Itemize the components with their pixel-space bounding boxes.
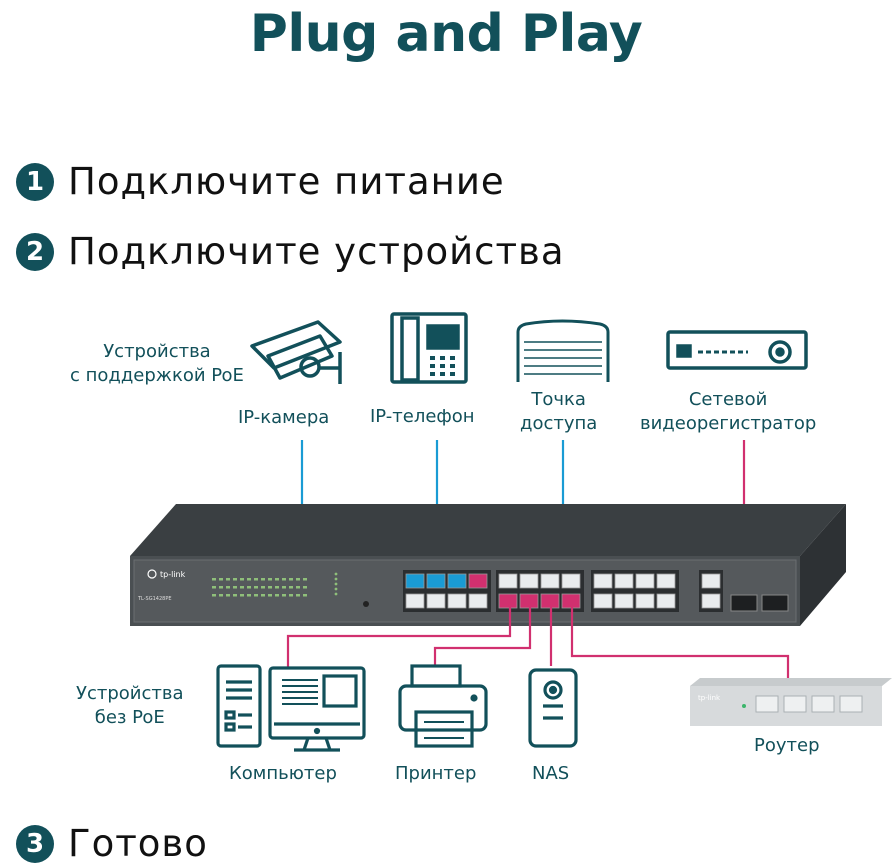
device-label-nas: NAS — [532, 763, 570, 784]
nonpoe-connection-lines — [286, 604, 790, 684]
device-label-printer: Принтер — [395, 763, 477, 784]
router-brand-label: tp-link — [698, 694, 721, 702]
sfp-port — [761, 594, 789, 612]
ethernet-port — [426, 593, 446, 609]
device-label-ip-camera: IP-камера — [238, 407, 330, 428]
ethernet-port — [656, 593, 676, 609]
ethernet-port — [614, 593, 634, 609]
ethernet-port — [656, 573, 676, 589]
ethernet-port — [405, 573, 425, 589]
step-text: Подключите устройства — [68, 230, 565, 273]
ethernet-port — [498, 593, 518, 609]
sfp-port — [730, 594, 758, 612]
step-power: 1 Подключите питание — [16, 160, 505, 203]
ethernet-port — [447, 593, 467, 609]
nas-icon — [528, 668, 578, 748]
step-number-icon: 3 — [16, 824, 54, 863]
switch-model-label: TL-SG1428PE — [137, 596, 172, 602]
access-point-icon — [516, 319, 610, 382]
ethernet-port — [519, 573, 539, 589]
ip-camera-icon — [250, 320, 342, 384]
device-label-ip-phone: IP-телефон — [370, 406, 475, 427]
step-done: 3 Готово — [16, 822, 208, 865]
step-number-icon: 1 — [16, 162, 54, 201]
router-icon: tp-link — [690, 678, 892, 726]
page-title: Plug and Play — [249, 4, 643, 64]
step-devices: 2 Подключите устройства — [16, 230, 565, 273]
printer-icon — [398, 664, 488, 748]
ethernet-port — [540, 573, 560, 589]
computer-tower-icon — [216, 664, 262, 748]
ethernet-port — [635, 593, 655, 609]
ethernet-port — [447, 573, 467, 589]
ethernet-port — [498, 573, 518, 589]
ethernet-ports — [403, 570, 723, 612]
ethernet-port — [561, 573, 581, 589]
step-number-icon: 2 — [16, 232, 54, 271]
ethernet-port — [468, 573, 488, 589]
ethernet-port — [614, 573, 634, 589]
device-label-router: Роутер — [754, 735, 820, 756]
nvr-icon — [666, 330, 808, 370]
step-text: Готово — [68, 822, 208, 865]
ethernet-port — [426, 573, 446, 589]
ethernet-port — [701, 593, 721, 609]
ethernet-port — [468, 593, 488, 609]
switch-device: tp-link TL-SG1428PE — [130, 504, 846, 626]
ethernet-port — [405, 593, 425, 609]
led-panel — [212, 572, 338, 597]
step-text: Подключите питание — [68, 160, 505, 203]
ethernet-port — [701, 573, 721, 589]
ethernet-port — [593, 593, 613, 609]
ethernet-port — [635, 573, 655, 589]
computer-monitor-icon — [268, 666, 366, 752]
device-label-computer: Компьютер — [229, 763, 337, 784]
ip-phone-icon — [390, 312, 468, 384]
ethernet-port — [593, 573, 613, 589]
switch-brand-label: tp-link — [160, 570, 186, 579]
